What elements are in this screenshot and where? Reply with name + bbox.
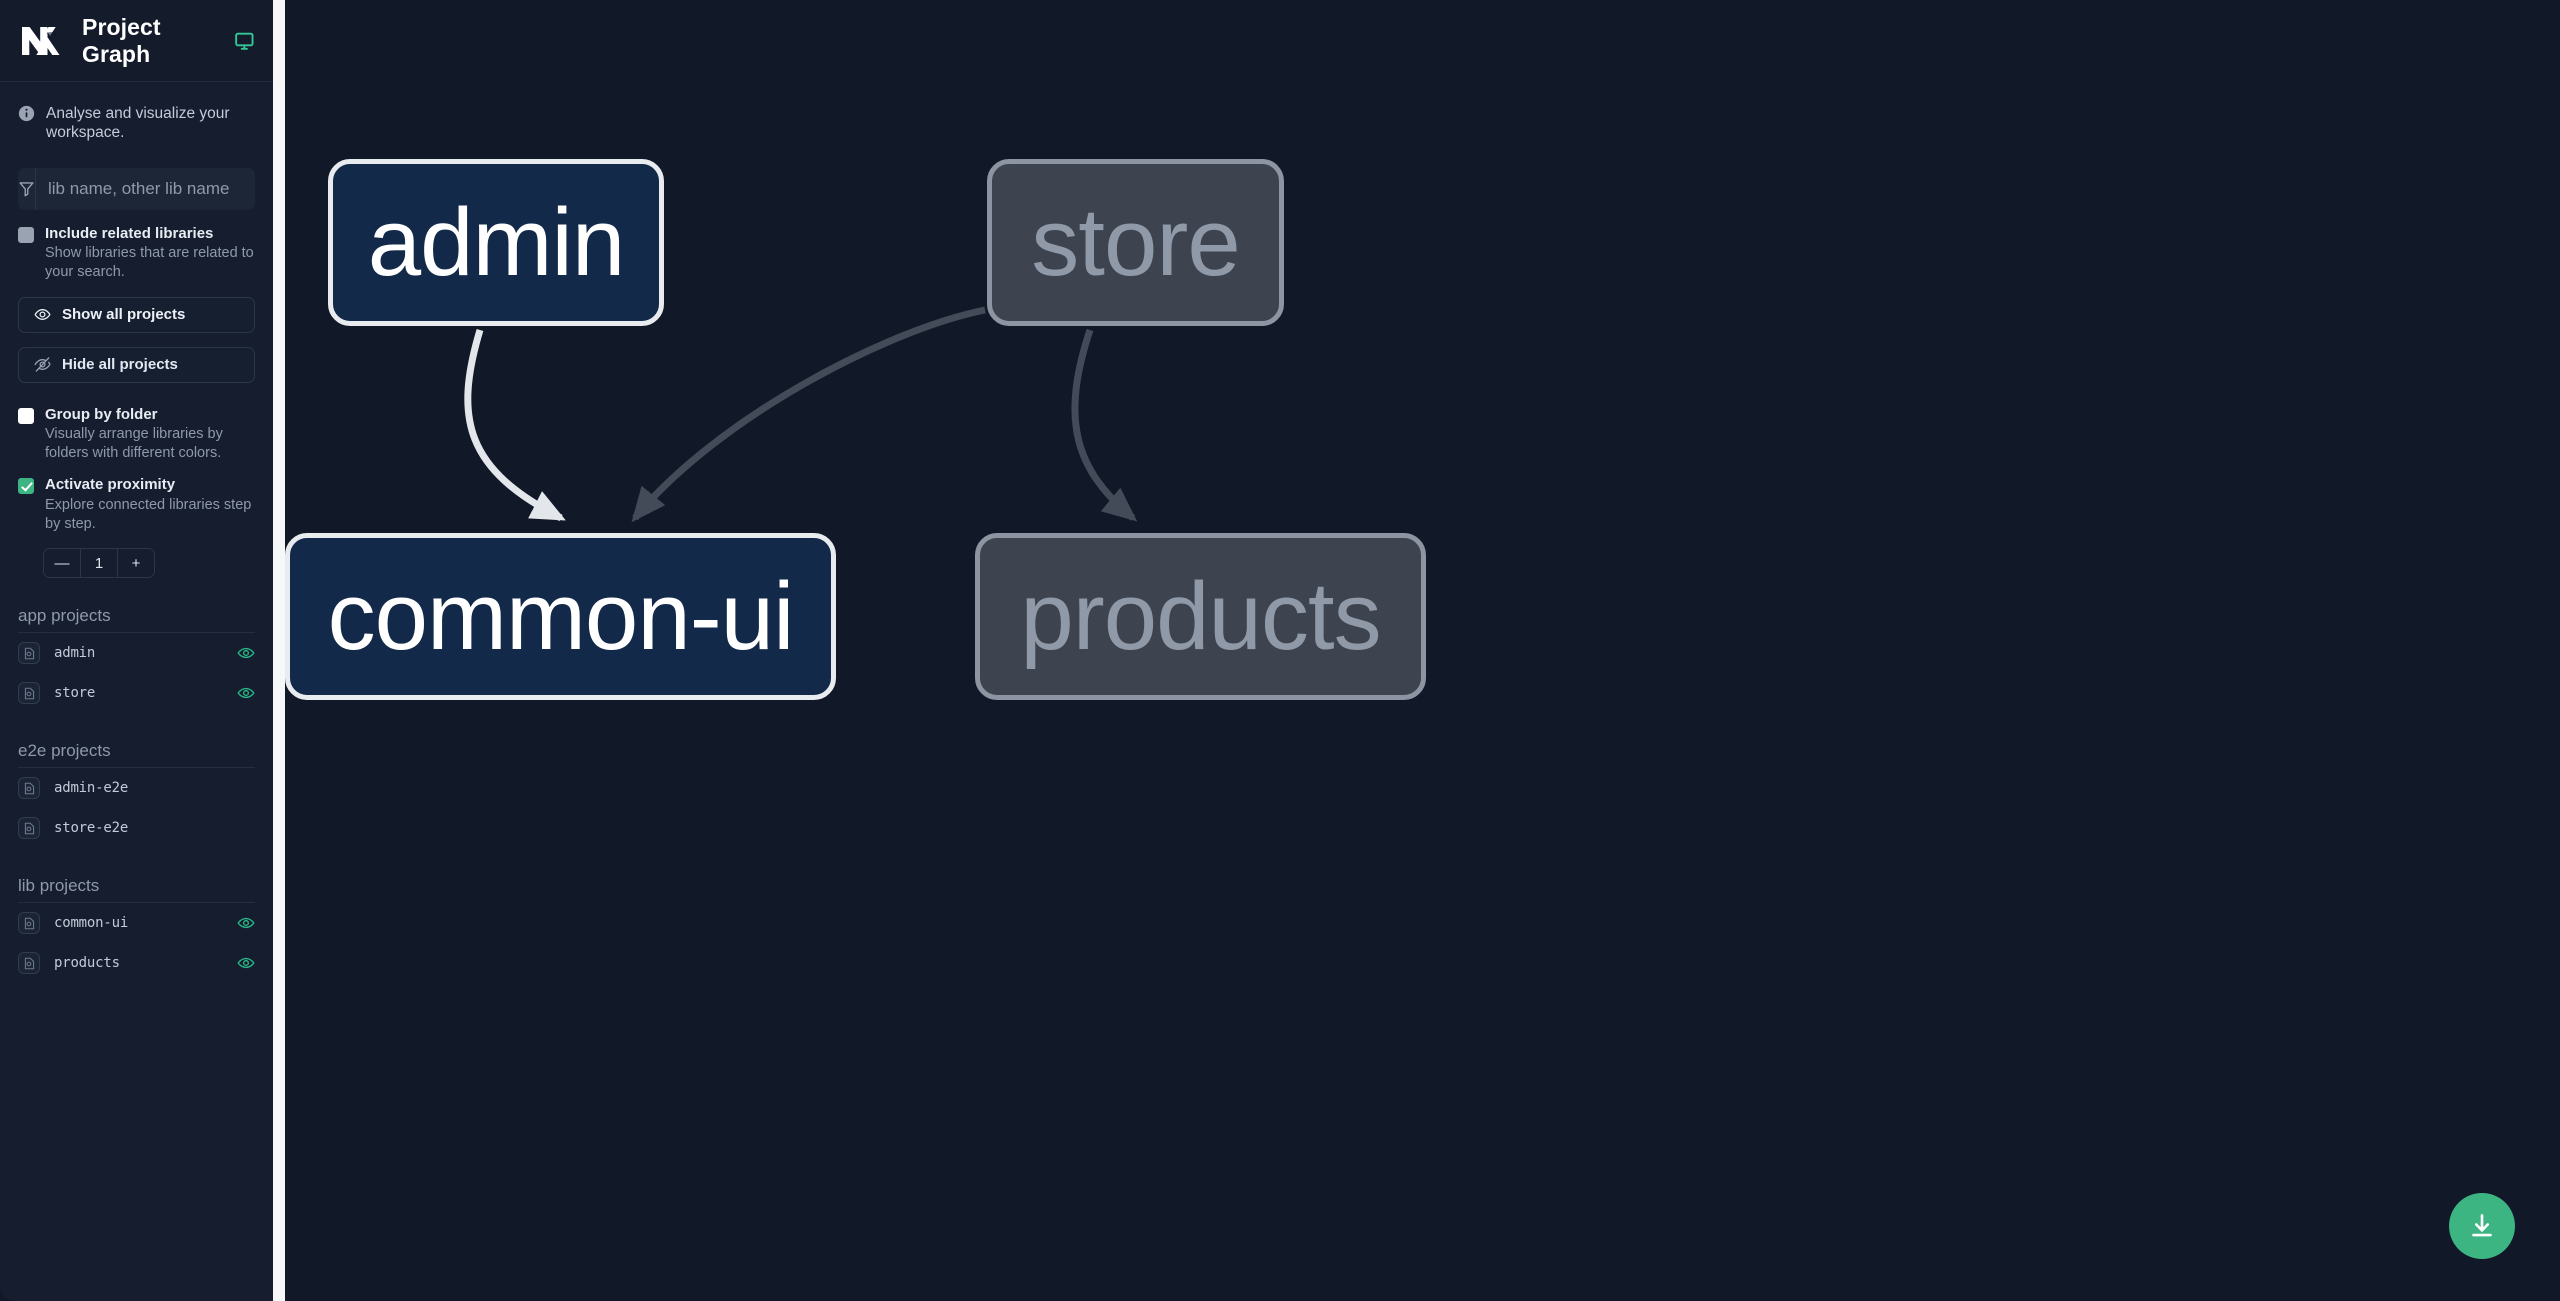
sidebar: Project Graph Analyse and visualize your… bbox=[0, 0, 273, 1301]
divider bbox=[18, 767, 255, 768]
nx-logo bbox=[22, 26, 60, 55]
option-activate-proximity[interactable]: Activate proximity Explore connected lib… bbox=[0, 463, 273, 534]
app-title: Project Graph bbox=[82, 13, 161, 67]
activate-proximity-checkbox[interactable] bbox=[18, 478, 34, 495]
hide-all-projects-label: Hide all projects bbox=[62, 356, 178, 373]
show-all-projects-label: Show all projects bbox=[62, 306, 186, 323]
graph-edges bbox=[464, 306, 1138, 523]
search-input[interactable] bbox=[36, 167, 255, 210]
proximity-decrement-button[interactable]: — bbox=[44, 549, 80, 577]
download-graph-button[interactable] bbox=[2449, 1193, 2515, 1259]
filter-icon bbox=[18, 167, 36, 210]
download-icon bbox=[2472, 1214, 2492, 1237]
group-title: app projects bbox=[18, 606, 111, 625]
visibility-eye-icon[interactable] bbox=[237, 954, 255, 972]
tagline: Analyse and visualize your workspace. bbox=[0, 82, 273, 143]
tagline-text: Analyse and visualize your workspace. bbox=[46, 105, 230, 142]
project-row-store[interactable]: store bbox=[18, 673, 255, 713]
sidebar-scroll-area[interactable]: Project Graph Analyse and visualize your… bbox=[0, 0, 273, 1301]
group-app-projects: app projects admin bbox=[0, 606, 273, 713]
graph-node-admin[interactable]: admin bbox=[328, 159, 664, 326]
sidebar-header: Project Graph bbox=[0, 0, 273, 82]
proximity-stepper[interactable]: — 1 + bbox=[43, 548, 155, 578]
project-name: store-e2e bbox=[54, 820, 129, 836]
node-label: common-ui bbox=[327, 562, 795, 670]
project-icon bbox=[18, 817, 40, 839]
group-title: lib projects bbox=[18, 876, 100, 895]
eye-off-icon bbox=[34, 357, 51, 372]
divider bbox=[18, 632, 255, 633]
project-row-admin[interactable]: admin bbox=[18, 633, 255, 673]
option-group-by-folder[interactable]: Group by folder Visually arrange librari… bbox=[0, 383, 273, 464]
project-name: admin bbox=[54, 645, 96, 661]
project-icon bbox=[18, 777, 40, 799]
proximity-value: 1 bbox=[80, 549, 118, 577]
node-label: products bbox=[1020, 562, 1381, 670]
project-row-common-ui[interactable]: common-ui bbox=[18, 903, 255, 943]
visibility-eye-icon[interactable] bbox=[237, 644, 255, 662]
group-title: e2e projects bbox=[18, 741, 111, 760]
option-label: Group by folder bbox=[45, 405, 158, 423]
hide-all-projects-button[interactable]: Hide all projects bbox=[18, 346, 255, 383]
visibility-eye-icon[interactable] bbox=[237, 684, 255, 702]
graph-node-products[interactable]: products bbox=[975, 533, 1426, 700]
option-description: Visually arrange libraries by folders wi… bbox=[45, 426, 223, 462]
option-description: Show libraries that are related to your … bbox=[45, 245, 254, 281]
info-icon bbox=[18, 105, 35, 122]
project-icon bbox=[18, 952, 40, 974]
group-lib-projects: lib projects common-ui bbox=[0, 876, 273, 983]
project-name: common-ui bbox=[54, 915, 129, 931]
group-by-folder-checkbox[interactable] bbox=[18, 407, 34, 424]
group-e2e-projects: e2e projects admin-e2e bbox=[0, 741, 273, 848]
option-label: Activate proximity bbox=[45, 476, 176, 494]
show-all-projects-button[interactable]: Show all projects bbox=[18, 296, 255, 333]
graph-canvas[interactable]: admin store common-ui products bbox=[285, 0, 2560, 1301]
divider bbox=[18, 902, 255, 903]
project-name: admin-e2e bbox=[54, 780, 129, 796]
node-label: admin bbox=[367, 188, 625, 296]
edge-store-to-common-ui bbox=[631, 306, 986, 523]
graph-node-common-ui[interactable]: common-ui bbox=[285, 533, 836, 700]
project-name: products bbox=[54, 955, 120, 971]
visibility-eye-icon[interactable] bbox=[237, 914, 255, 932]
project-row-store-e2e[interactable]: store-e2e bbox=[18, 808, 255, 848]
project-icon bbox=[18, 912, 40, 934]
eye-icon bbox=[34, 309, 51, 320]
project-row-products[interactable]: products bbox=[18, 943, 255, 983]
project-row-admin-e2e[interactable]: admin-e2e bbox=[18, 768, 255, 808]
search-field[interactable] bbox=[18, 167, 255, 210]
include-related-libraries-checkbox[interactable] bbox=[18, 226, 34, 243]
option-label: Include related libraries bbox=[45, 224, 214, 242]
project-name: store bbox=[54, 685, 96, 701]
graph-node-store[interactable]: store bbox=[987, 159, 1284, 326]
monitor-icon[interactable] bbox=[234, 29, 255, 53]
project-icon bbox=[18, 682, 40, 704]
project-icon bbox=[18, 642, 40, 664]
edge-store-to-products bbox=[1071, 328, 1138, 522]
node-label: store bbox=[1031, 188, 1240, 296]
option-include-related-libraries[interactable]: Include related libraries Show libraries… bbox=[0, 210, 273, 283]
sidebar-scrollbar[interactable] bbox=[273, 0, 285, 1301]
edge-admin-to-common-ui bbox=[464, 328, 566, 522]
proximity-increment-button[interactable]: + bbox=[118, 549, 154, 577]
option-description: Explore connected libraries step by step… bbox=[45, 496, 252, 532]
